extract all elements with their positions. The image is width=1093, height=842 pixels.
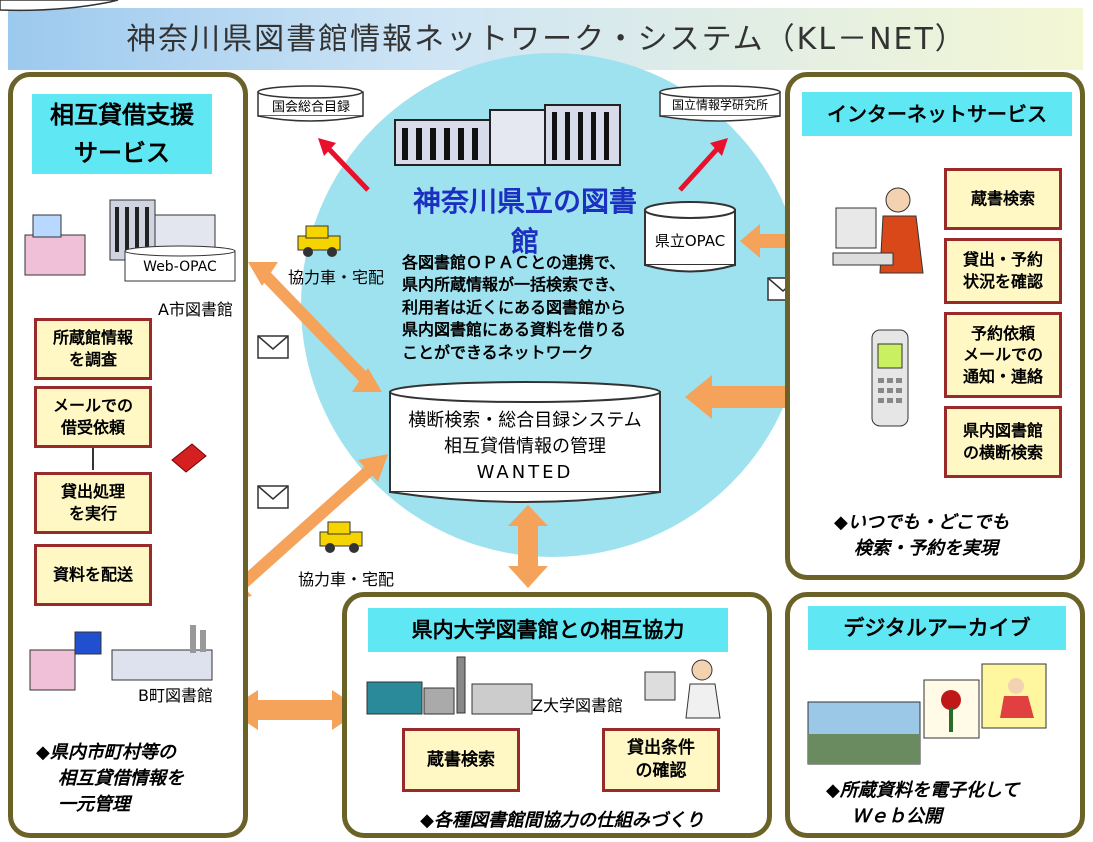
step-line: 所蔵館情報 — [52, 328, 133, 348]
university-item-box: 貸出条件の確認 — [602, 728, 720, 792]
step-line: 貸出処理 — [60, 482, 125, 502]
step-box: 貸出処理を実行 — [34, 472, 152, 534]
system-line: 相互貸借情報の管理 — [444, 436, 606, 458]
library-building-icon — [394, 104, 621, 166]
service-line: 予約依頼 — [970, 323, 1035, 343]
footer-line: ◆所蔵資料を電子化して — [826, 780, 1020, 801]
ndl-label: 国会総合目録 — [271, 100, 350, 115]
nii-cylinder — [659, 85, 781, 122]
footer-line: 一元管理 — [58, 794, 130, 816]
service-line: 蔵書検索 — [970, 189, 1035, 209]
university-staff-icon — [644, 659, 721, 719]
service-box: 蔵書検索 — [944, 168, 1062, 230]
desc-line: 利用者は近くにある図書館から — [402, 297, 627, 317]
left-panel-footer: ◆県内市町村等の 相互貸借情報を 一元管理 — [36, 740, 236, 818]
service-line: 県内図書館 — [962, 421, 1043, 441]
step-box: 所蔵館情報を調査 — [34, 318, 152, 380]
service-line: 通知・連絡 — [962, 366, 1043, 386]
right-panel-footer: ◆いつでも・どこでも 検索・予約を実現 — [834, 510, 1074, 562]
webopac-label: Web-OPAC — [143, 259, 217, 275]
service-box: 県内図書館の横断検索 — [944, 406, 1062, 478]
service-box: 予約依頼メールでの通知・連絡 — [944, 312, 1062, 398]
center-library-name: 神奈川県立の図書館 — [412, 185, 637, 258]
service-line: 状況を確認 — [962, 272, 1043, 291]
a-library-label: A市図書館 — [158, 300, 233, 319]
b-library-illustration — [29, 625, 213, 691]
digital-panel-footer: ◆所蔵資料を電子化して Ｗｅｂ公開 — [826, 778, 1076, 830]
delivery-label: 協力車・宅配 — [298, 570, 395, 589]
footer-line: Ｗｅｂ公開 — [852, 806, 942, 828]
desc-line: ことができるネットワーク — [402, 342, 594, 362]
user-at-computer-icon — [832, 187, 924, 274]
footer-line: ◆いつでも・どこでも — [834, 512, 1010, 533]
university-building-illustration — [366, 656, 533, 715]
header-line: 相互貸借支援 — [50, 101, 194, 129]
footer-line: 検索・予約を実現 — [854, 538, 998, 560]
university-panel-header: 県内大学図書館との相互協力 — [368, 608, 728, 652]
step-box: メールでの借受依頼 — [34, 386, 152, 448]
page-title: 神奈川県図書館情報ネットワーク・システム（KL－NET） — [126, 22, 967, 57]
b-library-label: B町図書館 — [138, 686, 213, 705]
desc-line: 県内所蔵情報が一括検索でき、 — [402, 275, 625, 295]
service-line: 貸出・予約 — [962, 250, 1043, 270]
header-line: サービス — [74, 139, 170, 167]
desc-line: 県内図書館にある資料を借りる — [402, 320, 627, 340]
z-library-label: Z大学図書館 — [532, 696, 623, 715]
delivery-car-icons — [297, 225, 363, 553]
digital-archive-images — [807, 663, 1047, 765]
desc-line: 各図書館ＯＰＡＣとの連携で、 — [402, 253, 626, 272]
red-arrows — [318, 138, 728, 192]
right-panel-header: インターネットサービス — [802, 92, 1072, 136]
mobile-phone-icon — [871, 329, 909, 427]
system-line: 横断検索・総合目録システム — [408, 410, 642, 431]
opac-label: 県立OPAC — [654, 232, 726, 250]
step-line: を調査 — [68, 350, 117, 369]
a-library-illustration — [24, 199, 236, 282]
step-box: 資料を配送 — [34, 544, 152, 606]
left-panel-header: 相互貸借支援 サービス — [32, 94, 212, 174]
service-line: メールでの — [962, 345, 1043, 365]
service-line: の横断検索 — [962, 443, 1043, 462]
book-icon — [171, 443, 207, 473]
item-line: 貸出条件 — [627, 738, 695, 759]
footer-line: 相互貸借情報を — [58, 768, 184, 790]
delivery-label: 協力車・宅配 — [288, 268, 385, 287]
bubble-corner — [0, 0, 119, 12]
system-database-cylinder — [389, 381, 661, 503]
step-line: メールでの — [52, 396, 133, 416]
center-description: 各図書館ＯＰＡＣとの連携で、 県内所蔵情報が一括検索でき、 利用者は近くにある図… — [402, 252, 672, 364]
nii-label: 国立情報学研究所 — [671, 98, 768, 112]
service-box: 貸出・予約状況を確認 — [944, 238, 1062, 304]
item-line: の確認 — [635, 761, 687, 781]
system-line: WANTED — [476, 462, 574, 484]
system-text: 横断検索・総合目録システム 相互貸借情報の管理 WANTED — [392, 408, 658, 486]
university-panel-footer: ◆各種図書館間協力の仕組みづくり — [420, 810, 704, 831]
ndl-cylinder — [257, 85, 364, 122]
university-item-box: 蔵書検索 — [402, 728, 520, 792]
step-line: 借受依頼 — [60, 418, 125, 437]
step-line: を実行 — [68, 504, 117, 523]
opac-cylinder — [644, 201, 736, 273]
step-line: 資料を配送 — [52, 565, 133, 585]
footer-line: ◆県内市町村等の — [36, 742, 176, 763]
digital-panel-header: デジタルアーカイブ — [808, 606, 1066, 650]
item-line: 蔵書検索 — [427, 749, 495, 770]
step-connector — [92, 448, 94, 470]
